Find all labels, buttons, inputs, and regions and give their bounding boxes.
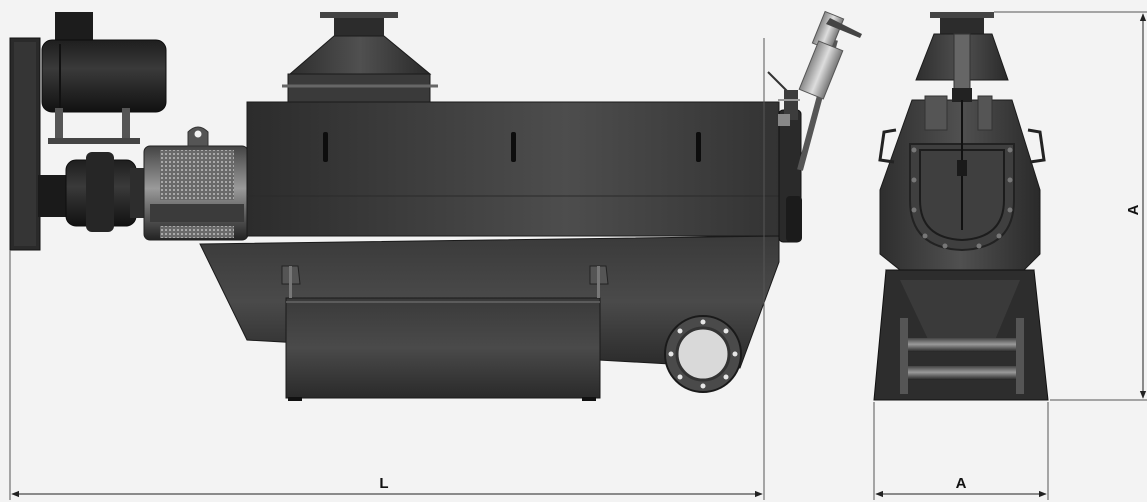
roller bbox=[906, 366, 1018, 380]
handle-left bbox=[878, 128, 897, 164]
inspection-slot bbox=[323, 132, 328, 162]
main-housing bbox=[246, 101, 780, 237]
height-label: A bbox=[1125, 204, 1142, 215]
inlet-hopper bbox=[288, 35, 432, 75]
gearbox bbox=[38, 175, 68, 217]
inspection-slot bbox=[696, 132, 701, 162]
width-label: A bbox=[956, 475, 967, 492]
length-label: L bbox=[379, 475, 388, 492]
motor bbox=[41, 39, 167, 113]
pneumatic-actuator bbox=[767, 10, 862, 171]
front-view: A A bbox=[873, 11, 1147, 500]
roller bbox=[906, 338, 1018, 352]
collection-box bbox=[285, 297, 601, 399]
side-view: L bbox=[9, 10, 862, 500]
inspection-slot bbox=[511, 132, 516, 162]
handle-right bbox=[1027, 128, 1046, 164]
inlet-flange bbox=[320, 12, 398, 18]
